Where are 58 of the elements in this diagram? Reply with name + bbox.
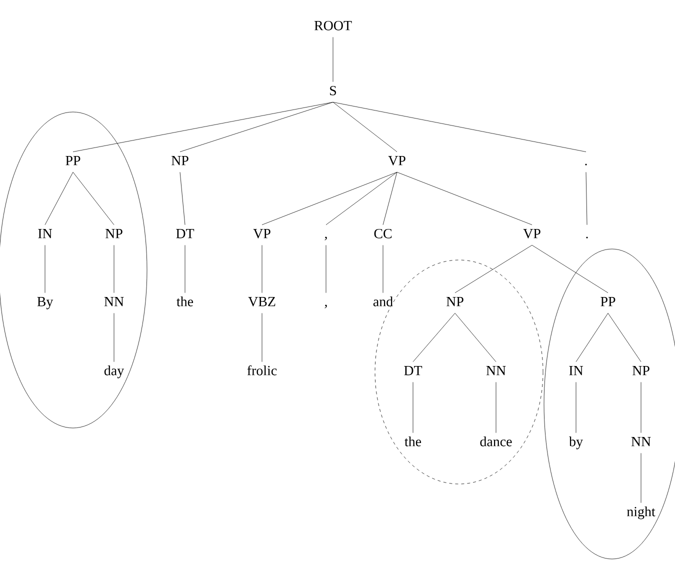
- tree-branch: [454, 312, 496, 362]
- tree-branch: [576, 312, 608, 362]
- tree-label: night: [626, 506, 656, 520]
- tree-label: PP: [600, 297, 616, 306]
- tree-label: NN: [104, 297, 124, 306]
- tree-branch: [184, 244, 186, 294]
- tree-label: NP: [446, 297, 464, 306]
- tree-branch: [44, 172, 74, 226]
- tree-branch: [640, 452, 642, 504]
- tree-branch: [44, 244, 46, 294]
- tree-label: day: [104, 366, 124, 378]
- tree-branch: [326, 172, 398, 226]
- tree-branch: [586, 172, 588, 226]
- tree-branch: [72, 102, 334, 152]
- tree-label: PP: [66, 156, 80, 166]
- tree-label: S: [330, 86, 336, 96]
- tree-label: IN: [38, 229, 52, 238]
- tree-label: VP: [523, 229, 540, 238]
- tree-branch: [396, 172, 532, 226]
- tree-branch: [608, 312, 642, 362]
- tree-label: the: [404, 436, 422, 446]
- tree-branch: [382, 172, 398, 226]
- tree-branch: [454, 244, 532, 294]
- tree-label: By: [37, 297, 54, 310]
- tree-label: .: [585, 164, 587, 166]
- tree-label: NP: [632, 366, 650, 376]
- tree-branch: [332, 102, 398, 152]
- tree-branch: [640, 382, 642, 434]
- tree-branch: [180, 172, 186, 226]
- tree-label: CC: [374, 228, 392, 238]
- tree-label: IN: [569, 366, 584, 376]
- tree-label: DT: [176, 229, 194, 238]
- tree-label: ROOT: [314, 20, 352, 30]
- tree-label: by: [569, 436, 583, 450]
- tree-label: ,: [324, 236, 327, 240]
- tree-label: frolic: [247, 365, 277, 376]
- tree-label: NP: [172, 156, 188, 166]
- tree-label: the: [176, 296, 194, 306]
- tree-branch: [262, 172, 398, 226]
- tree-label: .: [586, 236, 588, 238]
- tree-branch: [382, 244, 384, 294]
- tree-label: ,: [324, 304, 327, 308]
- tree-label: VBZ: [248, 297, 276, 306]
- tree-label: NN: [631, 437, 651, 446]
- tree-branch: [412, 382, 414, 434]
- tree-branch: [72, 172, 114, 226]
- tree-label: NP: [106, 229, 122, 238]
- tree-label: VP: [388, 156, 406, 166]
- tree-label: VP: [253, 229, 270, 238]
- tree-branch: [412, 312, 456, 362]
- tree-branch: [332, 36, 334, 82]
- tree-branch: [532, 244, 608, 294]
- tree-label: DT: [404, 366, 422, 376]
- tree-label: and: [373, 296, 393, 306]
- tree-branch: [180, 102, 334, 152]
- tree-label: dance: [480, 436, 512, 446]
- tree-label: NN: [486, 366, 506, 376]
- tree-branch: [332, 102, 586, 152]
